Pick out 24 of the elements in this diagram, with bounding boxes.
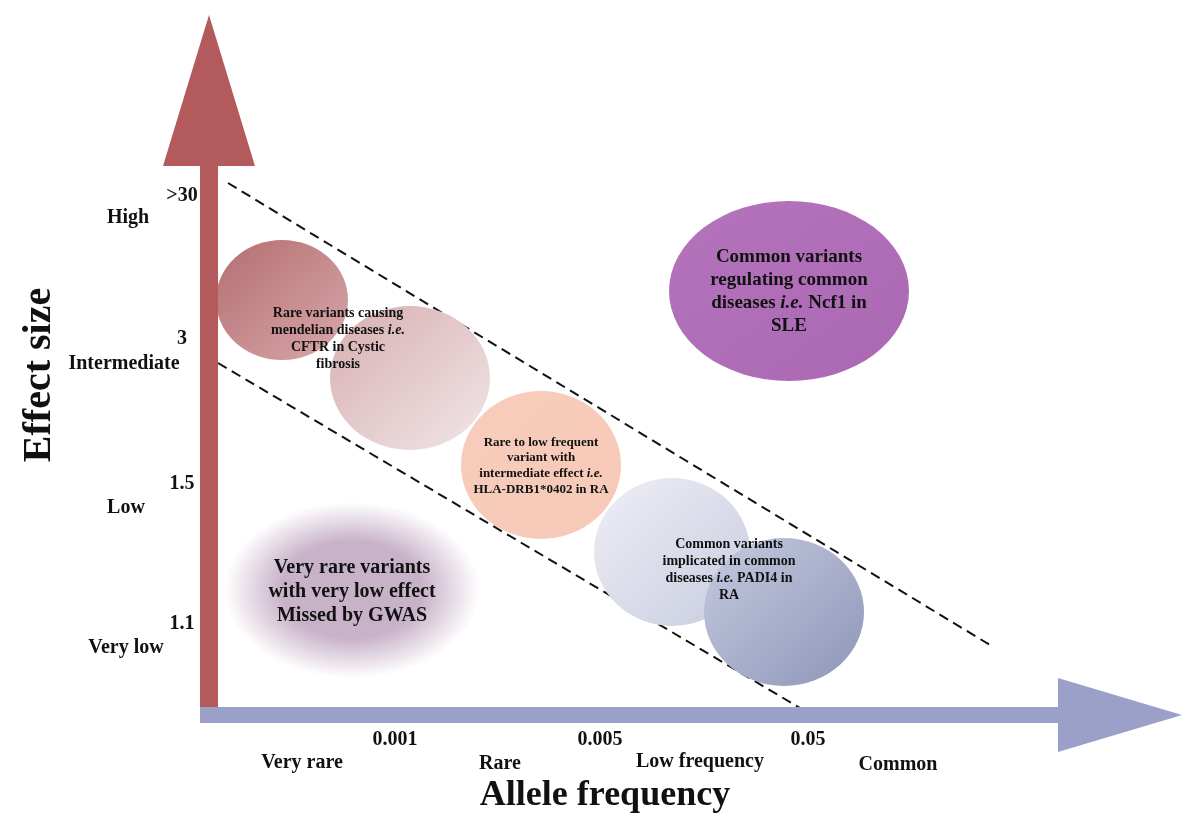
- variant-description: Very rare variants with very low effect Missed by GWAS: [267, 554, 437, 626]
- variant-ellipse: [668, 200, 910, 382]
- variant-description: Rare variants causing mendelian diseases i.e. CFTR in Cystic fibrosis: [270, 305, 406, 373]
- variant-description: Common variants regulating common diseases i.e. Ncf1 in SLE: [709, 245, 869, 337]
- axis-label: Low frequency: [636, 748, 764, 772]
- axis-label: Very low: [88, 634, 164, 658]
- axis-label: Very rare: [261, 749, 343, 773]
- variant-ellipse: [460, 390, 622, 540]
- axis-label: Low: [107, 494, 145, 518]
- variant-description: Rare to low frequent variant with intermediate effect i.e. HLA-DRB1*0402 in RA: [472, 433, 610, 497]
- axis-label: High: [106, 204, 150, 228]
- axis-label: 1.1: [169, 610, 195, 634]
- variant-description: Common variants implicated in common diseases i.e. PADI4 in RA: [661, 536, 797, 604]
- axis-label: 0.001: [372, 726, 418, 750]
- axis-label: >30: [166, 182, 198, 206]
- axis-label: Common: [858, 751, 938, 775]
- axis-label: 3: [177, 325, 187, 349]
- axis-label: 0.005: [577, 726, 623, 750]
- axis-label: 1.5: [169, 470, 195, 494]
- axis-label: Intermediate: [68, 350, 180, 374]
- axis-label: 0.05: [790, 726, 826, 750]
- axis-title: Allele frequency: [479, 772, 731, 814]
- axis-title: Effect size: [12, 287, 60, 463]
- axis-label: Rare: [479, 750, 521, 774]
